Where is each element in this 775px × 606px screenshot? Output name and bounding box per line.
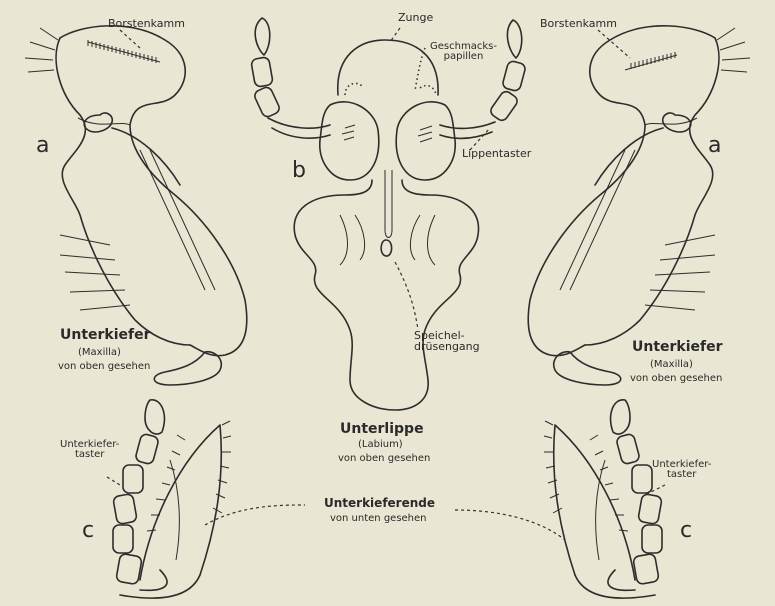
letter-c-left: c [82,520,94,542]
unterkieferende-sub: von unten gesehen [330,514,427,524]
unterkiefer-right-title: Unterkiefer [632,340,723,354]
letter-a-left: a [36,135,49,157]
unterkiefer-left-sub1: (Maxilla) [78,348,121,358]
borstenkamm-label-left: Borstenkamm [108,18,185,29]
unterkiefertaster-right-label: Unterkiefer- taster [652,460,711,480]
geschmackspapillen-label: Geschmacks- papillen [430,42,497,62]
unterkiefer-left-sub2: von oben gesehen [58,362,150,372]
labium [251,18,527,410]
unterlippe-sub2: von oben gesehen [338,454,430,464]
unterkiefertaster-left-label: Unterkiefer- taster [60,440,119,460]
unterkiefer-right-sub2: von oben gesehen [630,374,722,384]
borstenkamm-label-right: Borstenkamm [540,18,617,29]
letter-a-right: a [708,135,721,157]
zunge-label: Zunge [398,12,433,23]
unterlippe-title: Unterlippe [340,422,424,436]
letter-b: b [292,160,306,182]
right-maxilla-end [544,400,662,598]
unterkiefer-left-title: Unterkiefer [60,328,151,342]
right-maxilla [528,26,750,385]
left-maxilla-end [113,400,231,598]
lippentaster-label: Lippentaster [462,148,531,159]
unterlippe-sub1: (Labium) [358,440,403,450]
speicheldruesengang-label: Speichel- drüsengang [414,330,480,352]
letter-c-right: c [680,520,692,542]
unterkieferende-title: Unterkieferende [324,497,435,509]
unterkiefer-right-sub1: (Maxilla) [650,360,693,370]
